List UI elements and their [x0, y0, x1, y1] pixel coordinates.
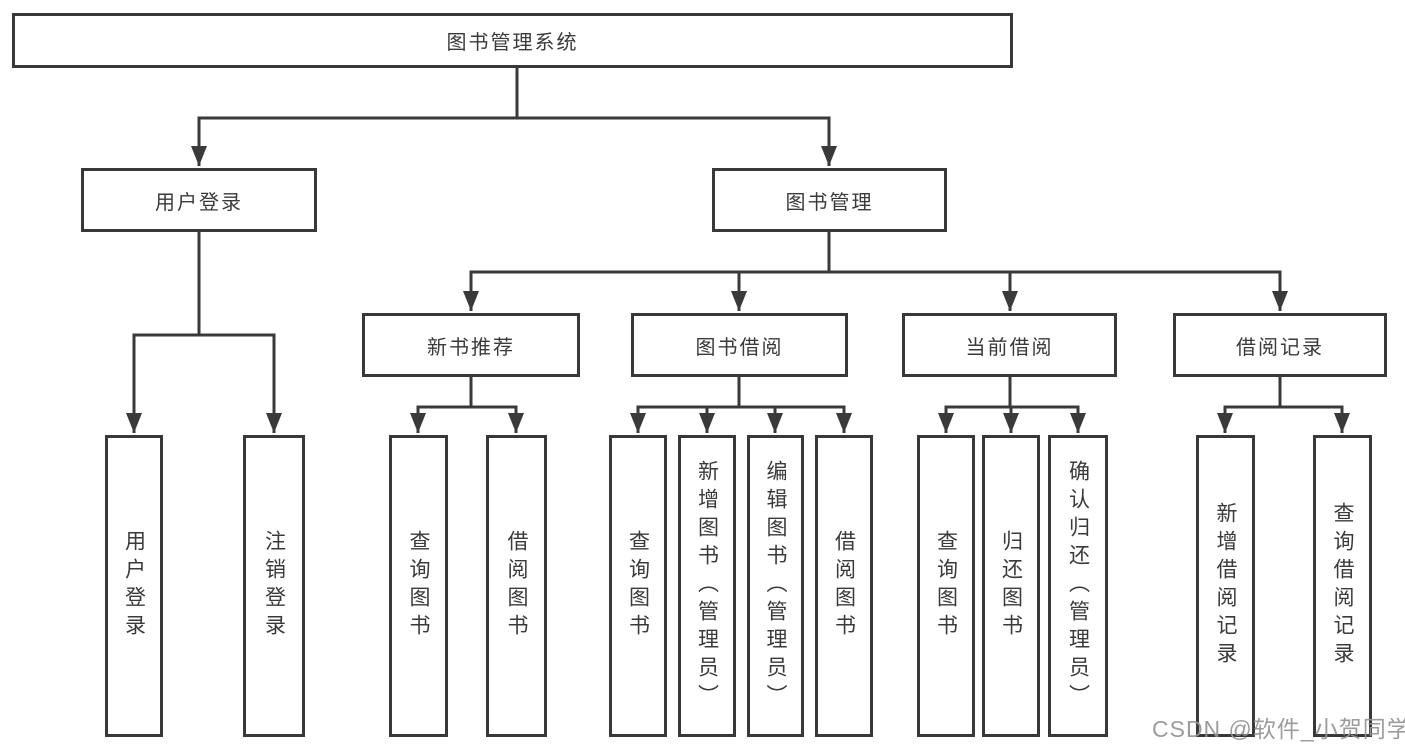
leaf-user-login: 用户登录 — [105, 435, 163, 737]
leaf-add-books-admin: 新增图书（管理员） — [678, 435, 736, 737]
branch-book-management: 图书管理 — [712, 168, 947, 232]
leaf-borrow-books-2: 借阅图书 — [815, 435, 873, 737]
leaf-query-borrow-record: 查询借阅记录 — [1313, 435, 1372, 737]
node-current-borrow: 当前借阅 — [902, 313, 1117, 377]
leaf-logout: 注销登录 — [243, 435, 305, 737]
branch-user-login: 用户登录 — [81, 168, 317, 232]
node-new-book-recommend: 新书推荐 — [362, 313, 580, 377]
root-node-system: 图书管理系统 — [12, 13, 1013, 68]
csdn-watermark: CSDN @软件_小贺同学 — [1152, 716, 1405, 742]
leaf-confirm-return-admin: 确认归还（管理员） — [1048, 435, 1108, 737]
leaf-query-books-3: 查询图书 — [917, 435, 975, 737]
node-borrow-records: 借阅记录 — [1173, 313, 1387, 377]
leaf-query-books-1: 查询图书 — [389, 435, 448, 737]
leaf-edit-books-admin: 编辑图书（管理员） — [747, 435, 804, 737]
leaf-borrow-books-1: 借阅图书 — [486, 435, 547, 737]
leaf-add-borrow-record: 新增借阅记录 — [1196, 435, 1255, 737]
leaf-return-books: 归还图书 — [982, 435, 1040, 737]
leaf-query-books-2: 查询图书 — [609, 435, 667, 737]
node-book-borrow: 图书借阅 — [631, 313, 848, 377]
